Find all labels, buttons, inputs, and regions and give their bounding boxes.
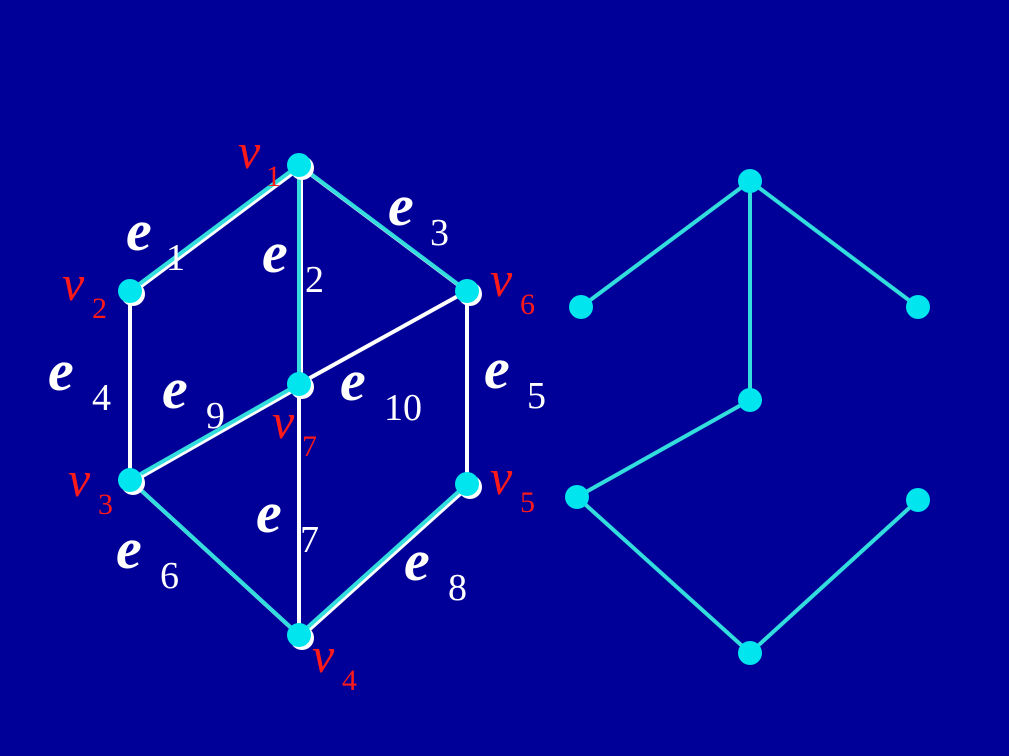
vertex-label-sub-v4: 4 xyxy=(342,664,357,697)
vertex-label-sub-v5: 5 xyxy=(520,486,535,519)
vertex-label-sub-v1: 1 xyxy=(266,160,281,193)
edge-e10 xyxy=(298,289,468,386)
tree-node-t4 xyxy=(738,388,762,412)
tree-nodes xyxy=(565,169,930,665)
tree-edge-t4-t5 xyxy=(576,398,751,499)
vertex-label-v4: v xyxy=(312,627,335,683)
tree-edge-t5-t6 xyxy=(575,495,752,655)
tree-edge-t1-t3 xyxy=(748,179,920,309)
edge-label-e7: e xyxy=(256,480,282,545)
edge-label-e5: e xyxy=(484,336,510,401)
edge-label-sub-e10: 10 xyxy=(384,387,422,429)
edge-e1-shadow xyxy=(130,165,303,295)
edge-e6 xyxy=(128,478,301,637)
tree-node-t1 xyxy=(738,169,762,193)
edge-label-sub-e4: 4 xyxy=(92,377,111,419)
vertex-v7 xyxy=(287,372,311,396)
edge-e3 xyxy=(297,163,469,293)
vertex-v3 xyxy=(118,468,142,492)
vertex-label-v6: v xyxy=(490,251,513,307)
edge-label-e6: e xyxy=(116,516,142,581)
vertex-v1 xyxy=(287,153,311,177)
graph-edges xyxy=(128,163,471,639)
vertex-label-sub-v2: 2 xyxy=(92,292,107,325)
edge-label-sub-e3: 3 xyxy=(430,212,449,254)
edge-label-e4: e xyxy=(48,338,74,403)
vertex-label-sub-v3: 3 xyxy=(98,488,113,521)
edge-e9 xyxy=(129,382,300,482)
edge-label-sub-e5: 5 xyxy=(527,375,546,417)
tree-edge-t1-t2 xyxy=(579,179,752,309)
edge-label-e3: e xyxy=(388,173,414,238)
edge-label-sub-e7: 7 xyxy=(300,519,319,561)
edge-e1 xyxy=(128,163,301,293)
vertex-label-v1: v xyxy=(238,123,261,179)
edge-label-e1: e xyxy=(126,198,152,263)
vertex-v2 xyxy=(118,279,142,303)
vertex-v4 xyxy=(287,623,311,647)
edge-label-sub-e8: 8 xyxy=(448,567,467,609)
edge-label-sub-e6: 6 xyxy=(160,555,179,597)
vertex-v6 xyxy=(455,279,479,303)
edge-label-sub-e2: 2 xyxy=(305,259,324,301)
tree-node-t2 xyxy=(569,295,593,319)
tree-node-t5 xyxy=(565,485,589,509)
tree-node-t3 xyxy=(906,295,930,319)
edge-e8 xyxy=(297,482,469,637)
edge-label-e8: e xyxy=(404,528,430,593)
tree-node-t6 xyxy=(738,641,762,665)
graph-vertices xyxy=(118,153,482,650)
tree-edge-t6-t7 xyxy=(748,498,920,655)
edge-e9-shadow xyxy=(131,384,302,484)
vertex-label-v2: v xyxy=(62,255,85,311)
vertex-label-sub-v7: 7 xyxy=(302,430,317,463)
edge-label-sub-e9: 9 xyxy=(206,395,225,437)
vertex-label-sub-v6: 6 xyxy=(520,288,535,321)
edge-label-e10: e xyxy=(340,348,366,413)
edge-label-e2: e xyxy=(262,220,288,285)
vertex-v5 xyxy=(455,472,479,496)
vertex-label-v3: v xyxy=(68,451,91,507)
tree-node-t7 xyxy=(906,488,930,512)
vertex-label-v5: v xyxy=(490,449,513,505)
edge-label-sub-e1: 1 xyxy=(166,237,185,279)
tree-edges xyxy=(575,179,920,655)
edge-label-e9: e xyxy=(162,356,188,421)
vertex-label-v7: v xyxy=(272,393,295,449)
edge-e8-shadow xyxy=(299,484,471,639)
